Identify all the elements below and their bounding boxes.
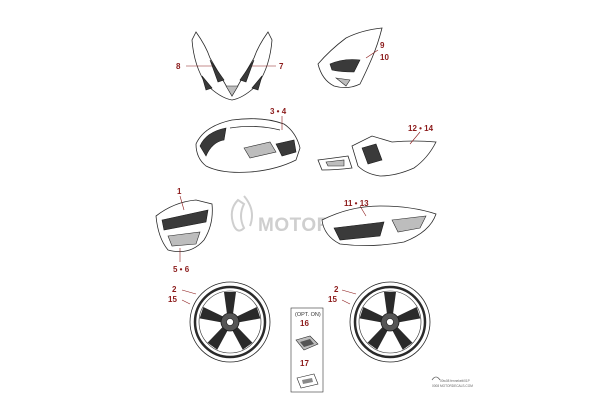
- wheel-right: [349, 281, 431, 363]
- callout-15-left: 15: [168, 295, 177, 304]
- leader-15-left: [181, 299, 191, 305]
- side-fairing: [317, 27, 383, 88]
- callout-16: 16: [300, 319, 309, 328]
- callout-17: 17: [300, 359, 309, 368]
- callout-7: 7: [279, 62, 284, 71]
- callout-3-4: 3 • 4: [270, 107, 287, 116]
- leader-1: [179, 195, 185, 211]
- sticker-sheet-icon: [296, 373, 319, 389]
- callout-5-6: 5 • 6: [173, 265, 190, 274]
- wheel-left: [189, 281, 271, 363]
- side-panel: [155, 199, 213, 253]
- callout-2-left: 2: [172, 285, 177, 294]
- watermark-logo-icon: [230, 195, 253, 232]
- callout-11-13: 11 • 13: [344, 199, 369, 208]
- leader-9: [365, 49, 379, 59]
- drawing-code-line2: 0008 MOTORDECALS.COM: [432, 384, 473, 388]
- drawing-code: 00w08 fennekeit/01P 0008 MOTORDECALS.COM: [431, 376, 473, 388]
- fuel-tank: [195, 118, 301, 173]
- tail-section: [317, 135, 437, 177]
- option-box-label: (OPT. ON): [295, 312, 321, 318]
- manufacturer-logo-icon: [431, 376, 441, 381]
- leader-2-right: [341, 289, 357, 295]
- callout-15-right: 15: [328, 295, 337, 304]
- rear-cowl: [321, 205, 437, 246]
- leader-11-13: [359, 205, 367, 217]
- callout-2-right: 2: [334, 285, 339, 294]
- leader-2-left: [181, 289, 197, 295]
- option-box: (OPT. ON) 16 17: [290, 307, 324, 393]
- callout-12-14: 12 • 14: [408, 124, 434, 133]
- callout-1: 1: [177, 187, 182, 196]
- drawing-code-line1: 00w08 fennekeit/01P: [440, 379, 470, 383]
- callout-9: 9: [380, 41, 385, 50]
- leader-15-right: [341, 299, 351, 305]
- callout-10: 10: [380, 53, 389, 62]
- leader-12-14: [409, 131, 421, 145]
- callout-8: 8: [176, 62, 181, 71]
- front-fairing: [191, 31, 273, 101]
- tank-pad-icon: [295, 335, 319, 351]
